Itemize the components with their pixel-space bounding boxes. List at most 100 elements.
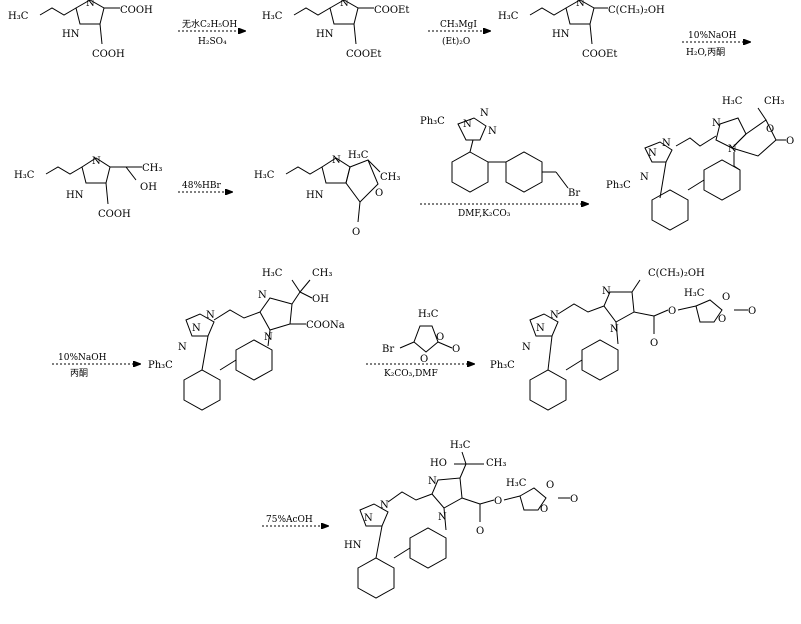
reaction-arrow-5: DMF,K₂CO₃ xyxy=(420,204,588,219)
acid-group-1: COOH xyxy=(120,5,153,16)
reagent-above-1: 无水C₂H₅OH xyxy=(182,18,237,30)
ring-oxygen: O xyxy=(766,124,774,135)
reaction-arrow-1: 无水C₂H₅OH H₂SO₄ xyxy=(178,18,245,47)
reagent-above-2: CH₃MgI xyxy=(440,20,477,30)
ring-oxygen-1: O xyxy=(436,332,444,343)
reagent-trityl-tetrazole-bromide: Ph₃C N N N Br xyxy=(420,108,580,199)
acid-group-2: COOH xyxy=(92,49,125,60)
imidazole-n: N xyxy=(438,512,447,523)
imidazole-n: N xyxy=(86,0,95,9)
imidazole-n: N xyxy=(576,0,585,9)
methyl-label-2: CH₃ xyxy=(764,96,784,107)
tertiary-alcohol-group: C(CH₃)₂OH xyxy=(608,5,665,16)
methyl-label-2: CH₃ xyxy=(486,458,506,469)
propyl-label: H₃C xyxy=(262,11,283,22)
hydroxyl-label: HO xyxy=(430,458,447,469)
carbonyl-oxygen: O xyxy=(748,306,756,317)
ester-group-2: COOEt xyxy=(346,49,381,60)
compound-9: H₃C HO CH₃ N N O O H₃C O O O N N HN xyxy=(344,440,578,599)
imidazole-n: N xyxy=(712,118,721,129)
compound-3: H₃C N HN C(CH₃)₂OH COOEt xyxy=(498,0,665,60)
methyl-label: CH₃ xyxy=(142,163,162,174)
carbonyl-oxygen: O xyxy=(570,494,578,505)
tetrazole-n: N xyxy=(536,323,545,334)
propyl-label: H₃C xyxy=(498,11,519,22)
reagent-above-8: 75%AcOH xyxy=(266,515,313,525)
methyl-label-2: CH₃ xyxy=(380,172,400,183)
ring-oxygen-2: O xyxy=(718,314,726,325)
reaction-arrow-7: K₂CO₃,DMF xyxy=(366,364,474,379)
bromine-label: Br xyxy=(382,344,394,355)
trityl-label: Ph₃C xyxy=(148,360,173,371)
compound-8: C(CH₃)₂OH N N O O H₃C O O O N N N Ph₃C xyxy=(490,268,756,411)
tetrazole-nh: HN xyxy=(344,540,362,551)
propyl-label: H₃C xyxy=(8,11,29,22)
compound-1: H₃C N HN COOH COOH xyxy=(8,0,153,60)
imidazole-n: N xyxy=(92,156,101,167)
imidazole-hn: HN xyxy=(552,29,570,40)
carbonyl-oxygen: O xyxy=(452,344,460,355)
tetrazole-n: N xyxy=(206,310,215,321)
methyl-label: H₃C xyxy=(418,309,439,320)
ester-oxygen: O xyxy=(494,496,502,507)
reagent-bromomethyl-dioxolone: H₃C Br O O O xyxy=(382,309,460,365)
ring-oxygen-1: O xyxy=(546,480,554,491)
compound-4: H₃C N HN CH₃ OH COOH xyxy=(14,156,162,220)
reagent-below-6: 丙酮 xyxy=(70,368,88,379)
tetrazole-n: N xyxy=(550,310,559,321)
methyl-label-2: CH₃ xyxy=(312,268,332,279)
reaction-arrow-2: CH₃MgI (Et)₂O xyxy=(428,20,490,47)
imidazole-hn: HN xyxy=(62,29,80,40)
ring-oxygen-1: O xyxy=(722,292,730,303)
ester-oxygen: O xyxy=(668,306,676,317)
ester-group: COOEt xyxy=(582,49,617,60)
carbonyl-oxygen: O xyxy=(786,136,794,147)
reagent-below-1: H₂SO₄ xyxy=(198,37,227,47)
trityl-label: Ph₃C xyxy=(420,116,445,127)
carboxylate-group: COONa xyxy=(306,320,345,331)
compound-7: H₃C CH₃ OH COONa N N N N N Ph₃C xyxy=(148,268,345,411)
imidazole-n: N xyxy=(340,0,349,9)
imidazole-hn: HN xyxy=(316,29,334,40)
hydroxyl-label: OH xyxy=(140,182,157,193)
methyl-label-1: H₃C xyxy=(722,96,743,107)
imidazole-n: N xyxy=(332,155,341,166)
ring-oxygen-2: O xyxy=(420,354,428,365)
trityl-label: Ph₃C xyxy=(490,360,515,371)
tetrazole-n: N xyxy=(488,126,497,137)
tetrazole-n: N xyxy=(463,119,472,130)
methyl-label: H₃C xyxy=(506,478,527,489)
carbonyl-oxygen: O xyxy=(476,526,484,537)
reaction-arrow-4: 48%HBr xyxy=(178,181,232,192)
imidazole-n: N xyxy=(264,332,273,343)
imidazole-n: N xyxy=(728,144,737,155)
reagent-above-4: 48%HBr xyxy=(182,181,221,191)
reaction-arrow-3: 10%NaOH H₂O,丙酮 xyxy=(682,31,750,58)
imidazole-hn: HN xyxy=(66,190,84,201)
imidazole-n: N xyxy=(610,324,619,335)
tetrazole-n: N xyxy=(480,108,489,119)
reagent-below-7: K₂CO₃,DMF xyxy=(384,369,438,379)
tetrazole-n: N xyxy=(364,513,373,524)
reaction-arrow-8: 75%AcOH xyxy=(262,515,328,526)
reaction-arrow-6: 10%NaOH 丙酮 xyxy=(52,353,140,379)
tetrazole-n: N xyxy=(648,148,657,159)
methyl-label-1: H₃C xyxy=(262,268,283,279)
tetrazole-n: N xyxy=(192,323,201,334)
tetrazole-n: N xyxy=(380,500,389,511)
reagent-below-5: DMF,K₂CO₃ xyxy=(458,209,511,219)
compound-5: H₃C N HN H₃C CH₃ O O xyxy=(254,150,400,238)
acid-group: COOH xyxy=(98,209,131,220)
trityl-label: Ph₃C xyxy=(606,180,631,191)
tertiary-alcohol-group: C(CH₃)₂OH xyxy=(648,268,705,279)
tetrazole-n: N xyxy=(640,172,649,183)
tetrazole-n: N xyxy=(178,342,187,353)
reagent-above-6: 10%NaOH xyxy=(58,353,107,363)
reagent-below-2: (Et)₂O xyxy=(442,36,470,47)
methyl-label-1: H₃C xyxy=(450,440,471,451)
imidazole-hn: HN xyxy=(306,190,324,201)
bromine-label: Br xyxy=(568,188,580,199)
imidazole-n: N xyxy=(428,476,437,487)
tetrazole-n: N xyxy=(522,342,531,353)
